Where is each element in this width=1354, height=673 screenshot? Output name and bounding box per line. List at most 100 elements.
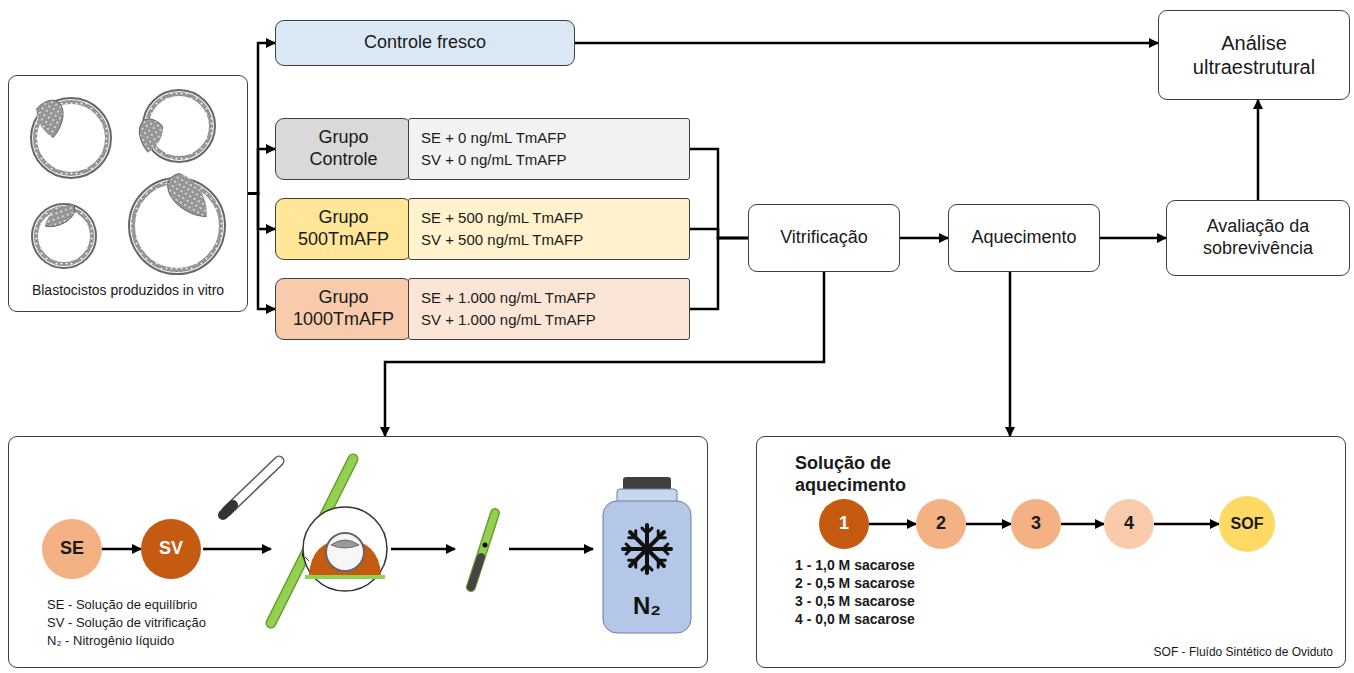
process-box: Avaliação da sobrevivência (1166, 200, 1350, 276)
node-label: N₂ (633, 592, 661, 621)
nitrogen-tank: N₂ (601, 477, 693, 635)
node-label: 3 (1031, 513, 1041, 535)
drawing-part (642, 528, 652, 533)
warming-step: 2 (916, 499, 966, 549)
bracket-connector (690, 238, 748, 309)
warming-panel: Solução de aquecimento 1 - 1,0 M sacarose… (756, 436, 1346, 668)
solution-circle: SE (42, 519, 102, 579)
magnifier (303, 507, 387, 591)
node-label: 1 - 1,0 M sacarose (795, 557, 915, 574)
drawing-part (626, 544, 631, 554)
drawing-part (33, 195, 79, 231)
node-label: SE + 0 ng/mL TmAFP (421, 129, 566, 147)
drawing-part (471, 557, 481, 587)
node-label: 1 (839, 513, 849, 535)
process-box: Aquecimento (948, 204, 1100, 272)
node-label: SV + 1.000 ng/mL TmAFP (421, 311, 596, 329)
drawing-part (658, 531, 665, 538)
drawing-part (629, 560, 636, 567)
node-label: Grupo 500TmAFP (288, 207, 400, 250)
group-box: Grupo 1000TmAFP (275, 278, 412, 340)
node-label: SOF - Fluído Sintético de Oviduto (1154, 645, 1333, 659)
blastocyst (19, 94, 111, 178)
node-label: 2 (936, 513, 946, 535)
node-label: SE (60, 538, 84, 560)
process-box: Controle fresco (275, 20, 575, 66)
node-label: Grupo Controle (288, 127, 400, 170)
bracket-connector (690, 149, 748, 238)
flow-arrow (869, 523, 916, 526)
illustration-panel: Blastocistos produzidos in vitro (8, 75, 248, 312)
flow-arrow (1009, 272, 1012, 436)
node-label: Solução de aquecimento (795, 453, 965, 496)
drawing-part (629, 531, 636, 538)
treatment-box: SE + 0 ng/mL TmAFP SV + 0 ng/mL TmAFP (408, 118, 690, 180)
flow-arrow (1257, 100, 1260, 200)
node-label: 2 - 0,5 M sacarose (795, 575, 915, 592)
blastocyst (326, 533, 364, 571)
node-label: SV + 500 ng/mL TmAFP (421, 231, 583, 249)
node-label: 4 (1124, 513, 1134, 535)
drawing-part (223, 505, 233, 515)
blastocyst (32, 195, 96, 268)
flow-arrow (391, 548, 455, 551)
node-label: Análise ultraestrutural (1169, 31, 1339, 79)
flow-arrow (900, 237, 948, 240)
node-label: 3 - 0,5 M sacarose (795, 593, 915, 610)
blastocyst (129, 164, 230, 274)
flow-arrow (248, 149, 275, 194)
solution-circle: SV (141, 519, 201, 579)
process-box: Análise ultraestrutural (1158, 10, 1350, 100)
treatment-box: SE + 500 ng/mL TmAFP SV + 500 ng/mL TmAFP (408, 198, 690, 260)
bracket-connector (690, 229, 748, 238)
node-label: SE - Solução de equilíbrio (47, 597, 197, 613)
flow-arrow (248, 43, 275, 194)
drawing-part (483, 543, 488, 548)
node-label: Controle fresco (364, 32, 486, 54)
node-label: SOF (1231, 514, 1264, 533)
node-label: Blastocistos produzidos in vitro (9, 282, 247, 299)
drawing-part (663, 544, 668, 554)
illustration (9, 437, 707, 667)
drawing-part (19, 94, 70, 152)
treatment-box: SE + 1.000 ng/mL TmAFP SV + 1.000 ng/mL T… (408, 278, 690, 340)
warming-step: 3 (1011, 499, 1061, 549)
drawing-part (471, 513, 495, 587)
node-label: SV + 0 ng/mL TmAFP (421, 151, 566, 169)
drawing-part (331, 540, 359, 548)
group-box: Grupo 500TmAFP (275, 198, 412, 260)
drawing-part (305, 557, 309, 561)
node-label: SV - Solução de vitrificação (47, 615, 206, 631)
straw (471, 513, 495, 587)
node-label: Aquecimento (971, 227, 1076, 249)
tank-body (603, 501, 691, 633)
group-box: Grupo Controle (275, 118, 412, 180)
process-box: Vitrificação (748, 204, 900, 272)
node-label: N₂ - Nitrogênio líquido (47, 633, 174, 649)
vitrification-panel: SE - Solução de equilíbrio SV - Solução d… (8, 436, 708, 668)
drawing-part (160, 164, 230, 225)
flow-arrow (1154, 523, 1219, 526)
flow-arrow (509, 548, 593, 551)
node-label: SE + 500 ng/mL TmAFP (421, 209, 583, 227)
warming-step: SOF (1219, 496, 1275, 552)
warming-step: 4 (1104, 499, 1154, 549)
flow-arrow (1100, 237, 1166, 240)
flow-arrow (248, 194, 275, 230)
node-label: Grupo 1000TmAFP (286, 287, 401, 330)
flow-arrow (248, 194, 275, 310)
node-label: SV (159, 538, 183, 560)
node-label: 4 - 0,0 M sacarose (795, 611, 915, 628)
drawing-part (642, 565, 652, 570)
flow-arrow (385, 272, 824, 436)
blastocyst (133, 90, 215, 166)
node-label: Vitrificação (780, 227, 868, 249)
node-label: Avaliação da sobrevivência (1177, 216, 1339, 259)
flow-arrow (1061, 523, 1104, 526)
drawing-part (658, 560, 665, 567)
flow-arrow (966, 523, 1011, 526)
warming-step: 1 (819, 499, 869, 549)
node-label: SE + 1.000 ng/mL TmAFP (421, 289, 596, 307)
flow-arrow (203, 548, 271, 551)
illustration (9, 76, 247, 311)
